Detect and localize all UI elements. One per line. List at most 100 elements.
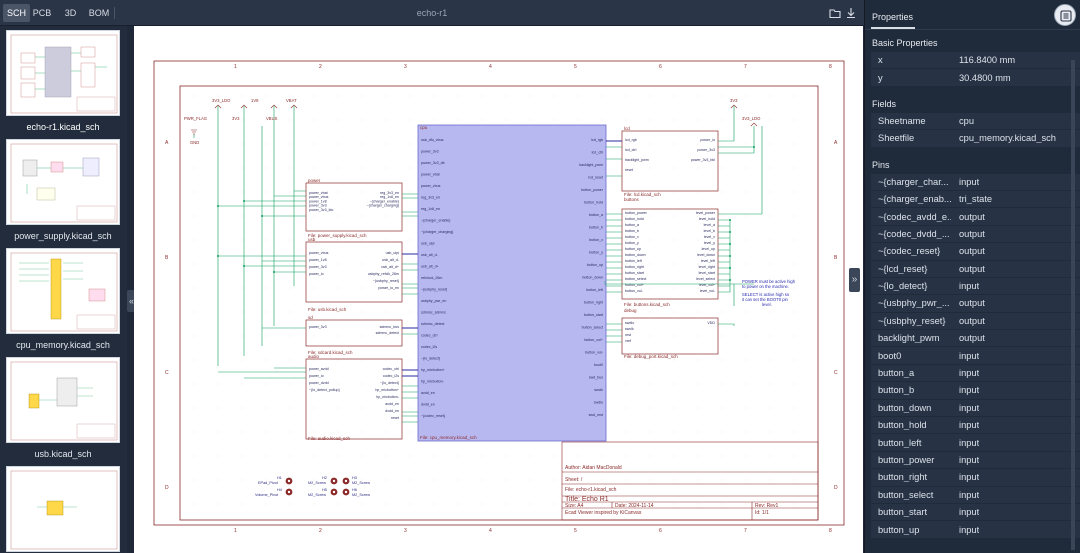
download-icon[interactable] <box>844 6 858 20</box>
hole-h3-label: M2_Screw <box>352 481 370 485</box>
sheet-debug[interactable] <box>621 317 719 355</box>
sheet-pin-label: power_1v8 <box>309 199 327 203</box>
title-date: Date: 2024-11-14 <box>615 503 654 509</box>
tab-pcb[interactable]: PCB <box>32 8 52 18</box>
sheet-item[interactable] <box>6 466 120 553</box>
sheet-lcd[interactable] <box>621 130 719 192</box>
power-flag: PWR_FLAG <box>184 116 207 121</box>
collapse-sheet-list-button[interactable]: « <box>127 290 136 312</box>
sheet-pin-label: button_a <box>625 223 639 227</box>
pin-row[interactable]: ~{codec_dvdd_...output <box>871 225 1080 244</box>
pin-row[interactable]: ~{usbphy_pwr_...output <box>871 295 1080 313</box>
sheet-item-usb[interactable]: usb.kicad_sch <box>6 357 120 465</box>
hole-h5-ref: H5 <box>322 488 327 492</box>
sheet-pin-label: usb_dfu_vbus <box>421 138 444 142</box>
sheet-lcd-file: File: lcd.kicad_sch <box>624 192 661 197</box>
property-value: output <box>959 263 985 274</box>
sheet-pin-label: button_right <box>584 301 603 305</box>
sheet-pin-label: button_power <box>625 211 648 215</box>
pin-row[interactable]: ~{codec_avdd_e...output <box>871 208 1080 226</box>
row-letter: B <box>165 255 169 261</box>
property-value: input <box>959 420 980 431</box>
sheet-pin-label: button_hold <box>584 201 603 205</box>
tab-sch[interactable]: SCH <box>3 4 30 22</box>
sheet-buttons[interactable] <box>621 208 719 300</box>
property-value: input <box>959 281 980 292</box>
column-number: 1 <box>234 64 237 70</box>
sheet-pin-label: button_vol+ <box>625 283 644 287</box>
pin-row[interactable]: ~{lcd_reset}output <box>871 260 1080 278</box>
sheet-power[interactable] <box>305 182 403 232</box>
property-value: output <box>959 333 985 344</box>
sheet-item-power-supply[interactable]: power_supply.kicad_sch <box>6 139 120 247</box>
tab-3d[interactable]: 3D <box>64 8 77 18</box>
pin-row[interactable]: ~{codec_reset}output <box>871 243 1080 261</box>
sheet-sd[interactable] <box>305 319 403 347</box>
column-number: 4 <box>489 64 492 70</box>
sheet-pin-label: swclk <box>594 388 603 392</box>
sheet-pin-label: power_3v3 <box>697 148 715 152</box>
property-key: ~{lo_detect} <box>878 281 928 292</box>
sheet-pin-label: dvdd_en <box>421 403 435 407</box>
property-value: output <box>959 246 985 257</box>
sheet-pin-label: codec_i2s <box>421 345 437 349</box>
folder-icon[interactable] <box>828 6 842 20</box>
property-value: cpu_memory.kicad_sch <box>959 133 1056 144</box>
sheet-pin-label: sdmmc_detect <box>421 322 444 326</box>
sheet-pin-label: hp_micbutton+ <box>375 388 399 392</box>
sheet-pin-label: sdmmc_bus <box>380 325 400 329</box>
sheet-debug-file: File: debug_port.kicad_sch <box>624 354 678 359</box>
note-line-5: level. <box>762 302 772 307</box>
sheet-pin-label: reg_1v8_en <box>380 195 399 199</box>
menu-button[interactable] <box>1054 4 1076 26</box>
property-key: button_power <box>878 455 935 465</box>
tab-properties[interactable]: Properties <box>872 12 914 22</box>
sheet-audio[interactable] <box>305 358 403 440</box>
pin-row[interactable]: ~{lo_detect} input <box>871 277 1080 296</box>
property-key: button_left <box>878 437 922 448</box>
pin-row[interactable]: ~{usbphy_reset}output <box>871 312 1080 331</box>
sheet-pin-label: button_b <box>589 226 603 230</box>
sheet-item-echo-r1[interactable]: echo-r1.kicad_sch <box>6 30 120 138</box>
outer-border <box>153 60 845 526</box>
document-title: echo-r1 <box>416 8 448 18</box>
collapse-properties-button[interactable]: » <box>849 268 860 292</box>
pin-row[interactable]: ~{charger_enab...tri_state <box>871 190 1080 209</box>
sheet-pin-label: power_3v3_bkl <box>691 158 715 162</box>
sheet-cpu[interactable] <box>417 124 607 442</box>
sheet-pin-label: VDD <box>707 321 715 325</box>
sheet-item-cpu-memory[interactable]: cpu_memory.kicad_sch <box>6 248 120 356</box>
properties-scrollbar[interactable] <box>1071 60 1075 550</box>
sheet-label: usb.kicad_sch <box>34 449 92 459</box>
sheet-debug-name: debug <box>624 308 637 313</box>
sheet-pin-label: power_dvdd <box>309 381 329 385</box>
column-number: 7 <box>744 64 747 70</box>
sheet-pin-label: usb_alt_d+ <box>421 265 439 269</box>
tab-bom[interactable]: BOM <box>88 8 110 18</box>
pin-row[interactable]: ~{charger_char...input <box>871 173 1080 191</box>
sheet-pin-label: backlight_pwm <box>579 163 603 167</box>
property-value: input <box>959 489 980 500</box>
sheet-pin-label: ~{charger_charging} <box>421 230 454 234</box>
sheet-pin-label: power_io <box>309 374 324 378</box>
hole-h4-ref: H4 <box>277 488 282 492</box>
